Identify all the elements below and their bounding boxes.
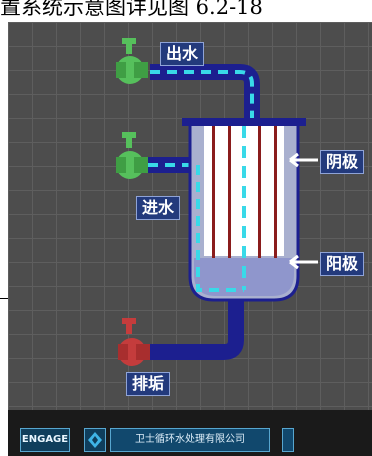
return-flow xyxy=(196,165,244,292)
drain-valve-icon xyxy=(118,318,150,366)
drain-label: 排垢 xyxy=(126,372,171,396)
inlet-label: 进水 xyxy=(136,196,181,220)
outlet-flow xyxy=(150,70,254,120)
outlet-label: 出水 xyxy=(160,42,205,66)
electrode-plate xyxy=(258,126,261,258)
tank-flange-top xyxy=(182,118,306,126)
inlet-valve-icon xyxy=(116,132,148,179)
electrode-plate xyxy=(274,126,277,258)
outlet-valve-icon xyxy=(116,38,148,84)
cathode-label: 阴极 xyxy=(320,150,365,174)
electrode-plate xyxy=(228,126,231,258)
drain-pipe xyxy=(148,300,244,360)
caption-text: 置系统示意图详见图 6.2-18 xyxy=(0,0,263,19)
diamond-arrow-icon xyxy=(88,432,102,448)
electrode-plate xyxy=(212,126,215,258)
nav-button[interactable] xyxy=(84,428,106,452)
outlet-pipe xyxy=(150,64,260,120)
engage-button[interactable]: ENGAGE xyxy=(20,428,70,452)
anode-label: 阳极 xyxy=(320,252,365,276)
company-name: 卫士循环水处理有限公司 xyxy=(110,428,270,452)
status-indicator-button[interactable] xyxy=(282,428,294,452)
caption-rule xyxy=(0,298,8,299)
